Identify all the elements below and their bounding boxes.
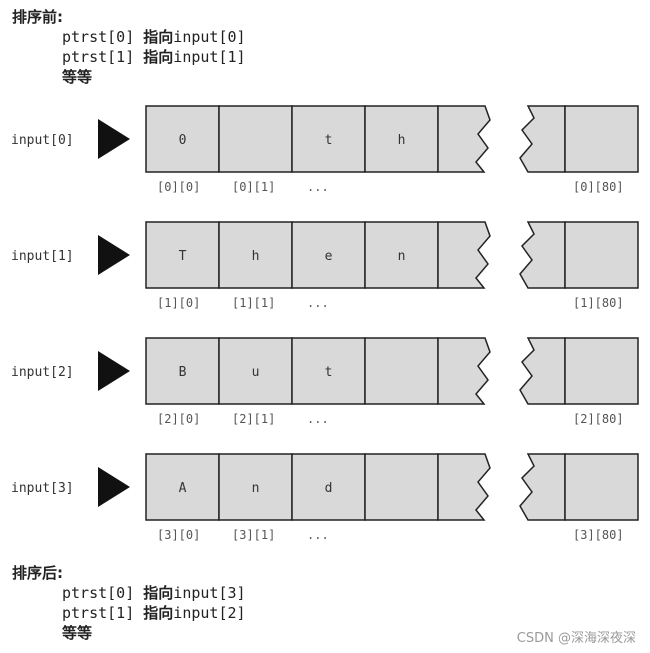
index-second-3: [3][1]: [232, 528, 275, 542]
index-second-1: [1][1]: [232, 296, 275, 310]
after-line-2-target: input[2]: [173, 604, 246, 622]
row-arrow-icon-0: [98, 119, 130, 159]
array-cell-last-3: [564, 453, 639, 521]
before-line-1-target: input[0]: [173, 28, 246, 46]
before-line-2-target: input[1]: [173, 48, 246, 66]
cell-char-2-2: t: [325, 365, 333, 380]
array-cell-torn-right-1: [519, 221, 566, 289]
cell-char-3-2: d: [325, 481, 333, 496]
cell-char-3-0: A: [179, 481, 187, 496]
index-last-1: [1][80]: [573, 296, 624, 310]
index-first-2: [2][0]: [157, 412, 200, 426]
before-line-1-verb: 指向: [143, 28, 174, 46]
index-last-2: [2][80]: [573, 412, 624, 426]
cell-char-0-3: h: [398, 133, 406, 148]
array-cell-2-3: [364, 337, 439, 405]
cell-char-3-1: n: [252, 481, 260, 496]
index-ellipsis-1: ...: [307, 296, 329, 310]
index-last-3: [3][80]: [573, 528, 624, 542]
array-cell-1-1: [218, 221, 293, 289]
index-first-3: [3][0]: [157, 528, 200, 542]
array-cell-torn-right-0: [519, 105, 566, 173]
after-line-2-verb: 指向: [143, 604, 174, 622]
array-cell-2-2: [291, 337, 366, 405]
cell-char-1-2: e: [325, 249, 333, 264]
after-line-2-code: ptrst[1]: [62, 604, 144, 622]
index-ellipsis-0: ...: [307, 180, 329, 194]
after-heading: 排序后:: [12, 564, 63, 582]
array-cell-0-1: [218, 105, 293, 173]
index-ellipsis-2: ...: [307, 412, 329, 426]
array-cell-3-3: [364, 453, 439, 521]
before-line-1: ptrst[0] 指向input[0]: [62, 27, 246, 47]
cell-char-2-0: B: [179, 365, 187, 380]
cell-char-2-1: u: [252, 365, 260, 380]
index-first-0: [0][0]: [157, 180, 200, 194]
array-cell-torn-left-3: [437, 453, 491, 521]
array-cell-last-1: [564, 221, 639, 289]
after-line-1-code: ptrst[0]: [62, 584, 144, 602]
array-cell-torn-left-0: [437, 105, 491, 173]
after-line-1: ptrst[0] 指向input[3]: [62, 583, 246, 603]
before-line-2: ptrst[1] 指向input[1]: [62, 47, 246, 67]
array-cell-0-3: [364, 105, 439, 173]
cell-char-0-2: t: [325, 133, 333, 148]
array-cell-1-2: [291, 221, 366, 289]
before-heading: 排序前:: [12, 8, 63, 26]
csdn-watermark: CSDN @深海深夜深: [516, 631, 636, 646]
index-second-0: [0][1]: [232, 180, 275, 194]
cell-char-1-0: T: [179, 249, 187, 264]
before-line-1-code: ptrst[0]: [62, 28, 144, 46]
index-first-1: [1][0]: [157, 296, 200, 310]
row-label-0: input[0]: [11, 133, 74, 148]
array-cell-0-0: [145, 105, 220, 173]
array-cell-torn-right-3: [519, 453, 566, 521]
array-cell-2-0: [145, 337, 220, 405]
array-cell-torn-right-2: [519, 337, 566, 405]
row-label-1: input[1]: [11, 249, 74, 264]
row-arrow-icon-1: [98, 235, 130, 275]
array-cell-torn-left-2: [437, 337, 491, 405]
index-second-2: [2][1]: [232, 412, 275, 426]
after-line-1-verb: 指向: [143, 584, 174, 602]
after-line-1-target: input[3]: [173, 584, 246, 602]
before-line-2-verb: 指向: [143, 48, 174, 66]
array-cell-1-0: [145, 221, 220, 289]
row-label-2: input[2]: [11, 365, 74, 380]
index-last-0: [0][80]: [573, 180, 624, 194]
row-label-3: input[3]: [11, 481, 74, 496]
cell-char-1-1: h: [252, 249, 260, 264]
array-cell-0-2: [291, 105, 366, 173]
index-ellipsis-3: ...: [307, 528, 329, 542]
row-arrow-icon-3: [98, 467, 130, 507]
array-cell-1-3: [364, 221, 439, 289]
array-cell-last-0: [564, 105, 639, 173]
array-cell-last-2: [564, 337, 639, 405]
cell-char-0-0: 0: [179, 133, 187, 148]
after-line-2: ptrst[1] 指向input[2]: [62, 603, 246, 623]
after-etc: 等等: [62, 624, 93, 642]
array-cell-3-1: [218, 453, 293, 521]
array-cell-torn-left-1: [437, 221, 491, 289]
array-cell-2-1: [218, 337, 293, 405]
before-etc: 等等: [62, 68, 93, 86]
cell-char-1-3: n: [398, 249, 406, 264]
row-arrow-icon-2: [98, 351, 130, 391]
before-line-2-code: ptrst[1]: [62, 48, 144, 66]
